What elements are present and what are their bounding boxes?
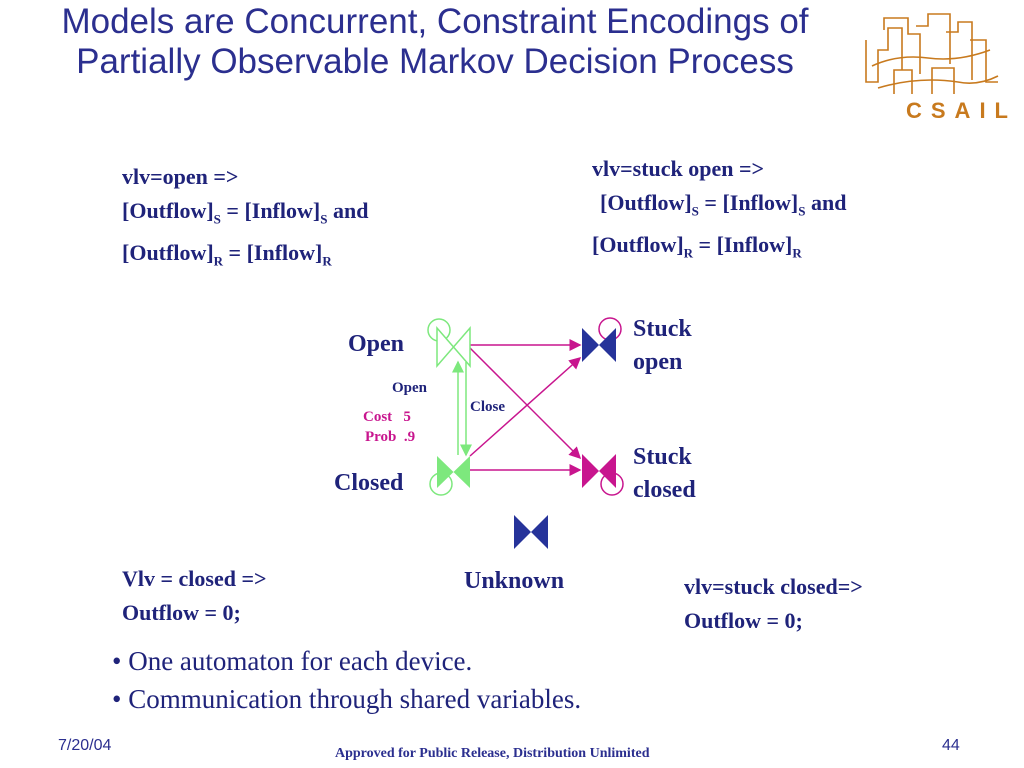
valve-stuck-open-icon: [582, 328, 616, 362]
state-unknown-label: Unknown: [464, 568, 565, 594]
valve-stuck-closed-icon: [582, 454, 616, 488]
transition-open-label: Open: [392, 380, 428, 396]
valve-unknown-icon: [514, 515, 548, 549]
stuck-closed-constraint: vlv=stuck closed=> Outflow = 0;: [684, 570, 863, 638]
transition-close-label: Close: [470, 399, 505, 415]
prob-value: .9: [403, 429, 416, 445]
stuck-open-constraint: vlv=stuck open => [Outflow]S = [Inflow]S…: [592, 152, 846, 271]
footer-date: 7/20/04: [58, 737, 112, 754]
open-constraint-line2: [Outflow]S = [Inflow]S and: [122, 198, 369, 227]
state-open-label: Open: [348, 331, 405, 357]
transition-cost: Cost 5: [363, 407, 411, 427]
arrow-closed-to-stuck-open: [469, 357, 582, 457]
page-number: 44: [942, 737, 960, 754]
title-line-2: Partially Observable Markov Decision Pro…: [76, 42, 794, 81]
title-line-1: Models are Concurrent, Constraint Encodi…: [61, 2, 809, 41]
state-stuck-closed-label: Stuck closed: [633, 444, 696, 503]
slide-title: Models are Concurrent, Constraint Encodi…: [0, 2, 870, 82]
stuck-open-constraint-line1: vlv=stuck open =>: [592, 156, 765, 181]
valve-open-icon: [436, 325, 471, 369]
closed-constraint-line1: Vlv = closed =>: [122, 566, 267, 591]
closed-constraint: Vlv = closed => Outflow = 0;: [122, 562, 267, 630]
bullet-item: • One automaton for each device.: [112, 646, 473, 676]
open-constraint-line3: [Outflow]R = [Inflow]R: [122, 240, 332, 269]
stuck-open-constraint-line2: [Outflow]S = [Inflow]S and: [600, 190, 847, 219]
cost-value: 5: [403, 409, 411, 425]
footer-release-notice: Approved for Public Release, Distributio…: [335, 746, 650, 761]
arrow-open-to-stuck-closed: [469, 347, 582, 460]
cost-label: Cost: [363, 409, 393, 425]
bullet-item: • Communication through shared variables…: [112, 684, 582, 714]
transition-prob: Prob .9: [365, 427, 415, 447]
state-stuck-open-label: Stuck open: [633, 316, 692, 375]
csail-logo-icon: [865, 13, 999, 94]
valve-closed-icon: [437, 456, 470, 488]
open-constraint: vlv=open => [Outflow]S = [Inflow]S and […: [122, 160, 368, 279]
open-constraint-line1: vlv=open =>: [122, 164, 239, 189]
stuck-closed-constraint-line1: vlv=stuck closed=>: [684, 574, 863, 599]
state-closed-label: Closed: [334, 470, 404, 496]
bullet-list: • One automaton for each device. • Commu…: [112, 642, 581, 718]
stuck-open-constraint-line3: [Outflow]R = [Inflow]R: [592, 232, 802, 261]
csail-logo-text: CSAIL: [906, 98, 1017, 123]
stuck-closed-constraint-line2: Outflow = 0;: [684, 608, 803, 633]
closed-constraint-line2: Outflow = 0;: [122, 600, 241, 625]
prob-label: Prob: [365, 429, 397, 445]
